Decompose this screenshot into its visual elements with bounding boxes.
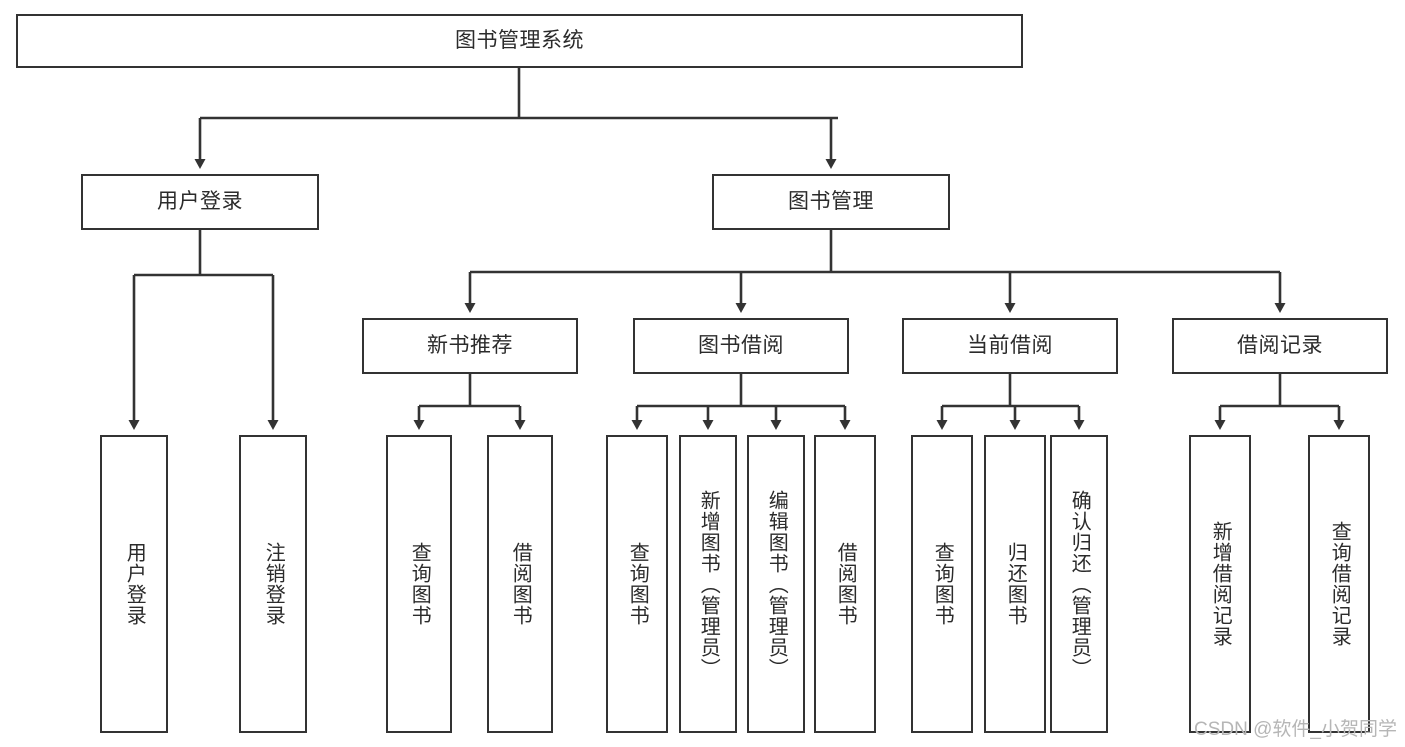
- node-leaf-query-book-borrow-label: 查询图书: [626, 542, 649, 626]
- node-leaf-add-book-admin-label: 新增图书（管理员）: [697, 489, 720, 679]
- node-user-login-label: 用户登录: [157, 190, 243, 214]
- node-leaf-confirm-return-admin[interactable]: 确认归还（管理员）: [1050, 435, 1108, 733]
- node-leaf-query-borrow-record-label: 查询借阅记录: [1328, 521, 1351, 647]
- node-leaf-borrow-book-rec[interactable]: 借阅图书: [487, 435, 553, 733]
- node-leaf-return-book-label: 归还图书: [1004, 542, 1027, 626]
- node-root[interactable]: 图书管理系统: [16, 14, 1023, 68]
- node-book-manage[interactable]: 图书管理: [712, 174, 950, 230]
- node-user-login[interactable]: 用户登录: [81, 174, 319, 230]
- node-leaf-query-borrow-record[interactable]: 查询借阅记录: [1308, 435, 1370, 733]
- node-borrow-record[interactable]: 借阅记录: [1172, 318, 1388, 374]
- connector-lines: [128, 68, 1345, 430]
- node-leaf-confirm-return-admin-label: 确认归还（管理员）: [1068, 489, 1091, 679]
- node-leaf-return-book[interactable]: 归还图书: [984, 435, 1046, 733]
- node-leaf-query-book-rec[interactable]: 查询图书: [386, 435, 452, 733]
- node-current-borrow-label: 当前借阅: [967, 334, 1053, 358]
- node-leaf-query-book-borrow[interactable]: 查询图书: [606, 435, 668, 733]
- node-leaf-borrow-book[interactable]: 借阅图书: [814, 435, 876, 733]
- node-leaf-user-logout[interactable]: 注销登录: [239, 435, 307, 733]
- node-leaf-add-borrow-record-label: 新增借阅记录: [1209, 521, 1232, 647]
- node-current-borrow[interactable]: 当前借阅: [902, 318, 1118, 374]
- node-leaf-edit-book-admin[interactable]: 编辑图书（管理员）: [747, 435, 805, 733]
- node-leaf-user-logout-label: 注销登录: [262, 542, 285, 626]
- node-new-book-recommend-label: 新书推荐: [427, 334, 513, 358]
- node-leaf-edit-book-admin-label: 编辑图书（管理员）: [765, 489, 788, 679]
- node-new-book-recommend[interactable]: 新书推荐: [362, 318, 578, 374]
- node-leaf-query-book-cur-label: 查询图书: [931, 542, 954, 626]
- node-leaf-add-book-admin[interactable]: 新增图书（管理员）: [679, 435, 737, 733]
- node-leaf-query-book-rec-label: 查询图书: [408, 542, 431, 626]
- node-leaf-borrow-book-rec-label: 借阅图书: [509, 542, 532, 626]
- node-root-label: 图书管理系统: [455, 29, 584, 53]
- node-book-borrow-label: 图书借阅: [698, 334, 784, 358]
- node-leaf-add-borrow-record[interactable]: 新增借阅记录: [1189, 435, 1251, 733]
- node-leaf-query-book-cur[interactable]: 查询图书: [911, 435, 973, 733]
- node-leaf-user-login[interactable]: 用户登录: [100, 435, 168, 733]
- node-leaf-user-login-label: 用户登录: [123, 542, 146, 626]
- node-book-borrow[interactable]: 图书借阅: [633, 318, 849, 374]
- node-book-manage-label: 图书管理: [788, 190, 874, 214]
- node-leaf-borrow-book-label: 借阅图书: [834, 542, 857, 626]
- node-borrow-record-label: 借阅记录: [1237, 334, 1323, 358]
